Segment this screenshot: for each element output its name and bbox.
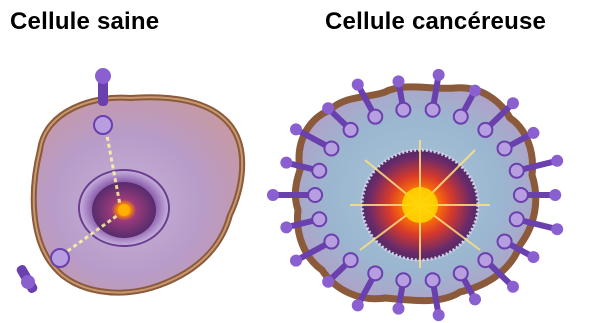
healthy-cell bbox=[15, 68, 242, 294]
cancer-cell bbox=[267, 69, 563, 321]
